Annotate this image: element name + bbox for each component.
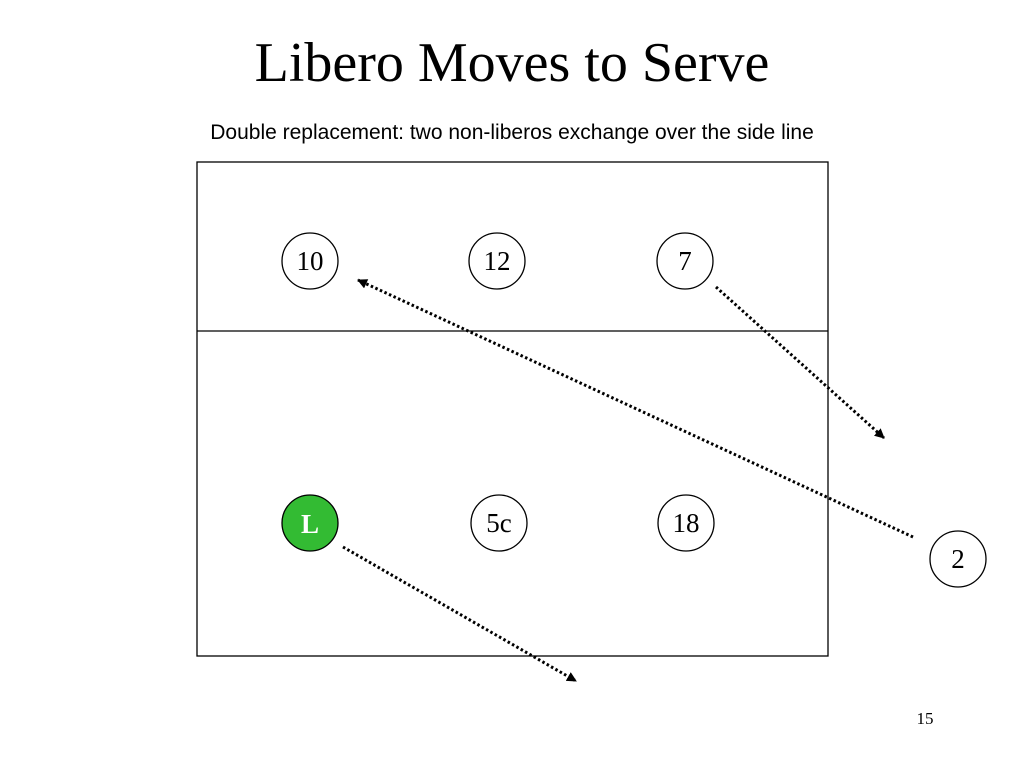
player-5c: 5c <box>470 494 528 552</box>
slide-subtitle: Double replacement: two non-liberos exch… <box>210 121 814 144</box>
arrow-7-out <box>714 285 886 440</box>
player-7: 7 <box>656 232 714 290</box>
player-libero-label: L <box>301 509 319 539</box>
slide-title: Libero Moves to Serve <box>254 32 770 94</box>
player-18-label: 18 <box>673 508 700 538</box>
player-5c-label: 5c <box>486 508 512 538</box>
player-10-label: 10 <box>297 246 324 276</box>
player-7-label: 7 <box>678 246 692 276</box>
arrow-libero-to-serve <box>342 545 577 683</box>
player-12-label: 12 <box>484 246 511 276</box>
player-10: 10 <box>281 232 339 290</box>
arrow-2-to-10 <box>357 278 914 539</box>
player-18: 18 <box>657 494 715 552</box>
player-libero: L <box>281 494 339 552</box>
court-boundary <box>196 161 829 657</box>
page-number: 15 <box>916 709 934 728</box>
player-12: 12 <box>468 232 526 290</box>
player-2-label: 2 <box>951 544 965 574</box>
player-2: 2 <box>929 530 987 588</box>
